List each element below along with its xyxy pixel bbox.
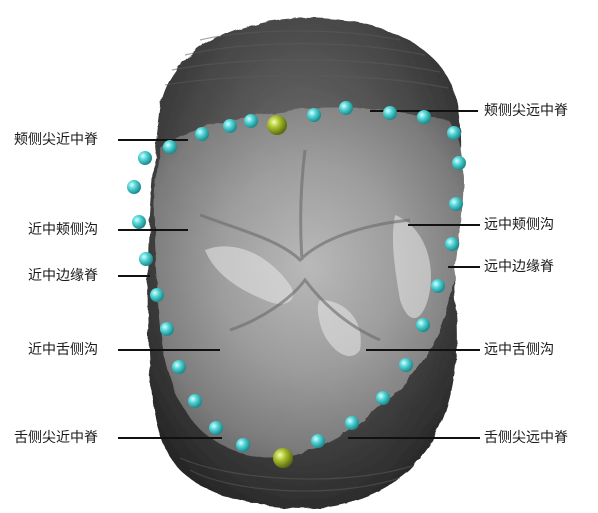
cyan-sphere-icon <box>172 360 186 374</box>
cyan-sphere-icon <box>188 394 202 408</box>
label-mesial-marginal-ridge: 近中边缘脊 <box>28 267 98 285</box>
cyan-sphere-icon <box>139 252 153 266</box>
cyan-sphere-icon <box>449 197 463 211</box>
cyan-sphere-icon <box>431 279 445 293</box>
cyan-sphere-icon <box>339 101 353 115</box>
label-buccal-cusp-mesial-ridge: 颊侧尖近中脊 <box>14 131 98 149</box>
cyan-sphere-icon <box>376 391 390 405</box>
cyan-sphere-icon <box>452 156 466 170</box>
cyan-sphere-icon <box>399 358 413 372</box>
green-sphere-icon <box>267 115 287 135</box>
cyan-sphere-icon <box>417 110 431 124</box>
label-mesial-buccal-groove: 近中颊侧沟 <box>28 221 98 239</box>
cyan-sphere-icon <box>132 215 146 229</box>
cyan-sphere-icon <box>244 114 258 128</box>
green-sphere-icon <box>273 448 293 468</box>
cyan-sphere-icon <box>345 416 359 430</box>
cyan-sphere-icon <box>236 438 250 452</box>
cyan-sphere-icon <box>416 318 430 332</box>
cyan-sphere-icon <box>307 108 321 122</box>
cyan-sphere-icon <box>150 288 164 302</box>
cyan-sphere-icon <box>138 151 152 165</box>
cyan-sphere-icon <box>311 434 325 448</box>
label-distal-lingual-groove: 远中舌侧沟 <box>484 341 554 359</box>
label-distal-buccal-groove: 远中颊侧沟 <box>484 216 554 234</box>
cyan-sphere-icon <box>127 180 141 194</box>
label-lingual-cusp-distal-ridge: 舌侧尖远中脊 <box>484 429 568 447</box>
cyan-sphere-icon <box>209 421 223 435</box>
label-distal-marginal-ridge: 远中边缘脊 <box>484 258 554 276</box>
cyan-sphere-icon <box>195 127 209 141</box>
cyan-sphere-icon <box>163 140 177 154</box>
label-mesial-lingual-groove: 近中舌侧沟 <box>28 341 98 359</box>
label-buccal-cusp-distal-ridge: 颊侧尖远中脊 <box>484 102 568 120</box>
cyan-sphere-icon <box>447 126 461 140</box>
cyan-sphere-icon <box>160 322 174 336</box>
cyan-sphere-icon <box>445 237 459 251</box>
cyan-sphere-icon <box>223 119 237 133</box>
cyan-sphere-icon <box>383 106 397 120</box>
label-lingual-cusp-mesial-ridge: 舌侧尖近中脊 <box>14 429 98 447</box>
